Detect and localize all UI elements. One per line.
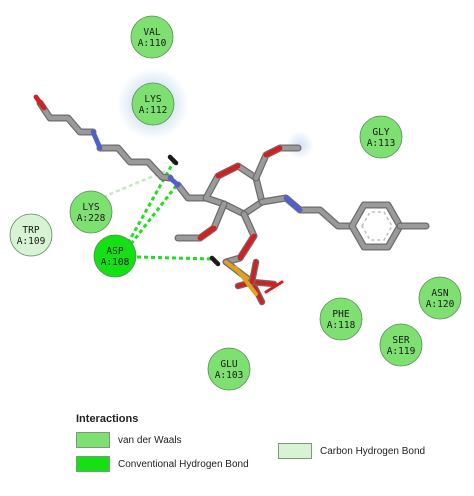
ligand-aryl-bond [259, 195, 355, 229]
ligand-methoxy-bond [175, 201, 227, 241]
ligand-oxygen-atom [197, 225, 217, 241]
ligand-oxygen-atom [237, 233, 257, 261]
residue-disc [69, 190, 113, 234]
residue-disc [379, 323, 423, 367]
residue-name: ASP [106, 246, 123, 257]
residue-number: A:110 [138, 38, 167, 49]
residue-disc [130, 15, 174, 59]
residue-name: SER [392, 335, 409, 346]
ligand-oxygen-atom [263, 145, 283, 158]
phosphate-oxygen-bond [250, 280, 276, 286]
residue-name: VAL [143, 27, 160, 38]
residue-disc [9, 213, 53, 257]
ligand-chain-bond [37, 100, 96, 135]
residue-disc [131, 82, 175, 126]
residue-disc [319, 297, 363, 341]
residue-disc [93, 234, 137, 278]
residue-name: PHE [332, 309, 349, 320]
ligand-hydrogen-atom [209, 255, 221, 267]
residue-name: GLU [220, 359, 237, 370]
ligand-hydrogen-atom [167, 154, 179, 166]
legend-title: Interactions [76, 413, 139, 425]
legend-label-vdw: van der Waals [118, 434, 182, 446]
ligand-aromatic-ring [361, 211, 393, 241]
phosphorus-atom [234, 266, 258, 296]
haze-methyl [286, 131, 314, 159]
legend-swatch-vdw [76, 432, 110, 448]
legend-label-carbon-hbond: Carbon Hydrogen Bond [320, 445, 426, 457]
residue-number: A:120 [426, 299, 455, 310]
residue-name: LYS [82, 202, 99, 213]
residue-number: A:119 [387, 346, 416, 357]
legend-swatch-conventional-hbond [76, 456, 110, 472]
ligand-nitrogen-atom [283, 195, 303, 213]
conventional-hbond-line [129, 185, 178, 245]
ligand-nitrogen-atom [90, 129, 103, 151]
ligand-tolyl-ring-bond [349, 202, 403, 250]
phosphate-oxygen-bond [250, 260, 258, 284]
residue-number: A:113 [367, 138, 396, 149]
residue-number: A:118 [327, 320, 356, 331]
conventional-hbond-line [136, 255, 215, 261]
residue-name: ASN [431, 288, 448, 299]
residue-number: A:112 [139, 105, 168, 116]
residue-name: LYS [144, 94, 161, 105]
residue-disc [207, 347, 251, 391]
legend-item-conventional-hbond: Conventional Hydrogen Bond [76, 456, 249, 472]
ligand-chain-bond [97, 145, 173, 181]
legend-item-vdw: van der Waals [76, 432, 182, 448]
residue-name: GLY [372, 127, 389, 138]
legend-label-conventional-hbond: Conventional Hydrogen Bond [118, 458, 249, 470]
ligand-oxygen-atom [33, 94, 47, 111]
ligand-linker-bond [175, 182, 209, 201]
residue-number: A:108 [101, 257, 130, 268]
legend-item-carbon-hbond: Carbon Hydrogen Bond [278, 443, 425, 459]
phosphate-oxygen-bond [264, 280, 284, 294]
residue-number: A:109 [17, 236, 46, 247]
conventional-hbond-line [126, 162, 175, 244]
residue-number: A:103 [215, 370, 244, 381]
residue-name: TRP [22, 225, 39, 236]
legend-swatch-carbon-hbond [278, 443, 312, 459]
residue-disc [418, 276, 462, 320]
residue-number: A:228 [77, 213, 106, 224]
ligand-nitrogen-atom [167, 175, 181, 188]
ligand-ring-oxygen-atom [215, 163, 241, 179]
residue-disc [359, 115, 403, 159]
